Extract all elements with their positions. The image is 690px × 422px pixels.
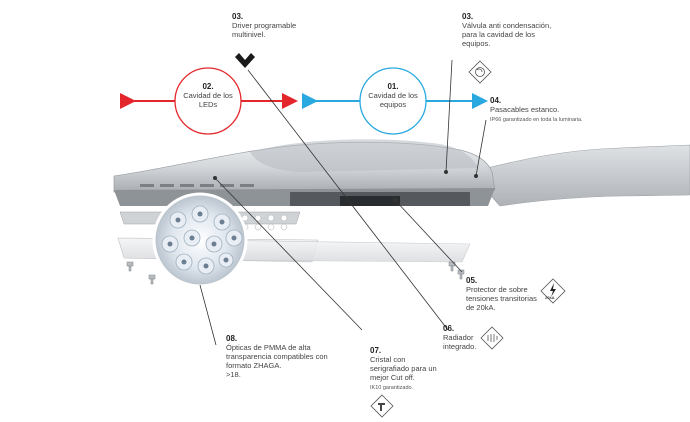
- vent-slots: [140, 184, 254, 187]
- callout-number: 04.: [490, 96, 502, 105]
- callout-driver: 03. Driver programable multinivel.: [232, 12, 302, 39]
- leader-lines: [199, 59, 487, 346]
- led-module-dots: [241, 214, 288, 231]
- equipment-cavity-circle: [359, 67, 427, 135]
- callout-text: Cristal con serigrafiado para un mejor C…: [370, 355, 437, 382]
- callout-number: 07.: [370, 346, 382, 355]
- callout-valve: 03. Válvula anti condensación, para la c…: [462, 12, 554, 48]
- leds-cavity-circle: [174, 67, 242, 135]
- callout-text: Pasacables estanco.: [490, 105, 560, 114]
- callout-text: Protector de sobre tensiones transitoria…: [466, 285, 537, 312]
- callout-optics: 08. Ópticas de PMMA de alta transparenci…: [226, 334, 338, 379]
- callout-heatsink: 06. Radiador integrado.: [443, 324, 503, 351]
- leds-cavity-text: Cavidad de los LEDs: [183, 91, 233, 109]
- mounting-arm: [469, 144, 690, 207]
- equipment-cavity-number: 01.: [387, 82, 399, 91]
- callout-text: Driver programable multinivel.: [232, 21, 297, 39]
- equipment-cavity-text: Cavidad de los equipos: [368, 91, 418, 109]
- callout-glass: 07. Cristal con serigrafiado para un mej…: [370, 346, 446, 392]
- diamond-driver-icon: [235, 53, 255, 68]
- callout-number: 03.: [462, 12, 474, 21]
- equipment-cover: [250, 139, 478, 172]
- leader-dots: [213, 170, 478, 202]
- callout-note: IP66 garantizado en toda la luminaria.: [490, 117, 583, 123]
- fixing-screws: [126, 261, 465, 285]
- callout-text: Ópticas de PMMA de alta transparencia co…: [226, 343, 328, 370]
- callout-cable-gland: 04. Pasacables estanco. IP66 garantizado…: [490, 96, 586, 124]
- surge-icon: [540, 278, 566, 304]
- optic-lens-cores: [167, 211, 237, 269]
- optic-lenses: [161, 205, 243, 275]
- callout-number: 03.: [232, 12, 244, 21]
- callout-surge-protector: 05. Protector de sobre tensiones transit…: [466, 276, 546, 312]
- leds-cavity-number: 02.: [202, 82, 214, 91]
- callout-number: 06.: [443, 324, 455, 333]
- callout-note: IK10 garantizado.: [370, 385, 414, 391]
- callout-number: 05.: [466, 276, 478, 285]
- callout-text: Radiador integrado.: [443, 333, 477, 351]
- leds-cavity-label: 02. Cavidad de los LEDs: [180, 82, 236, 109]
- surge-badge: 20kA: [545, 295, 555, 300]
- heatsink-icon: [480, 326, 504, 350]
- driver-box: [340, 196, 400, 206]
- equipment-cavity-label: 01. Cavidad de los equipos: [365, 82, 421, 109]
- callout-extra: >18.: [226, 370, 241, 379]
- valve-icon: [468, 60, 492, 84]
- hammer-icon: [370, 394, 394, 418]
- callout-text: Válvula anti condensación, para la cavid…: [462, 21, 552, 48]
- callout-number: 08.: [226, 334, 238, 343]
